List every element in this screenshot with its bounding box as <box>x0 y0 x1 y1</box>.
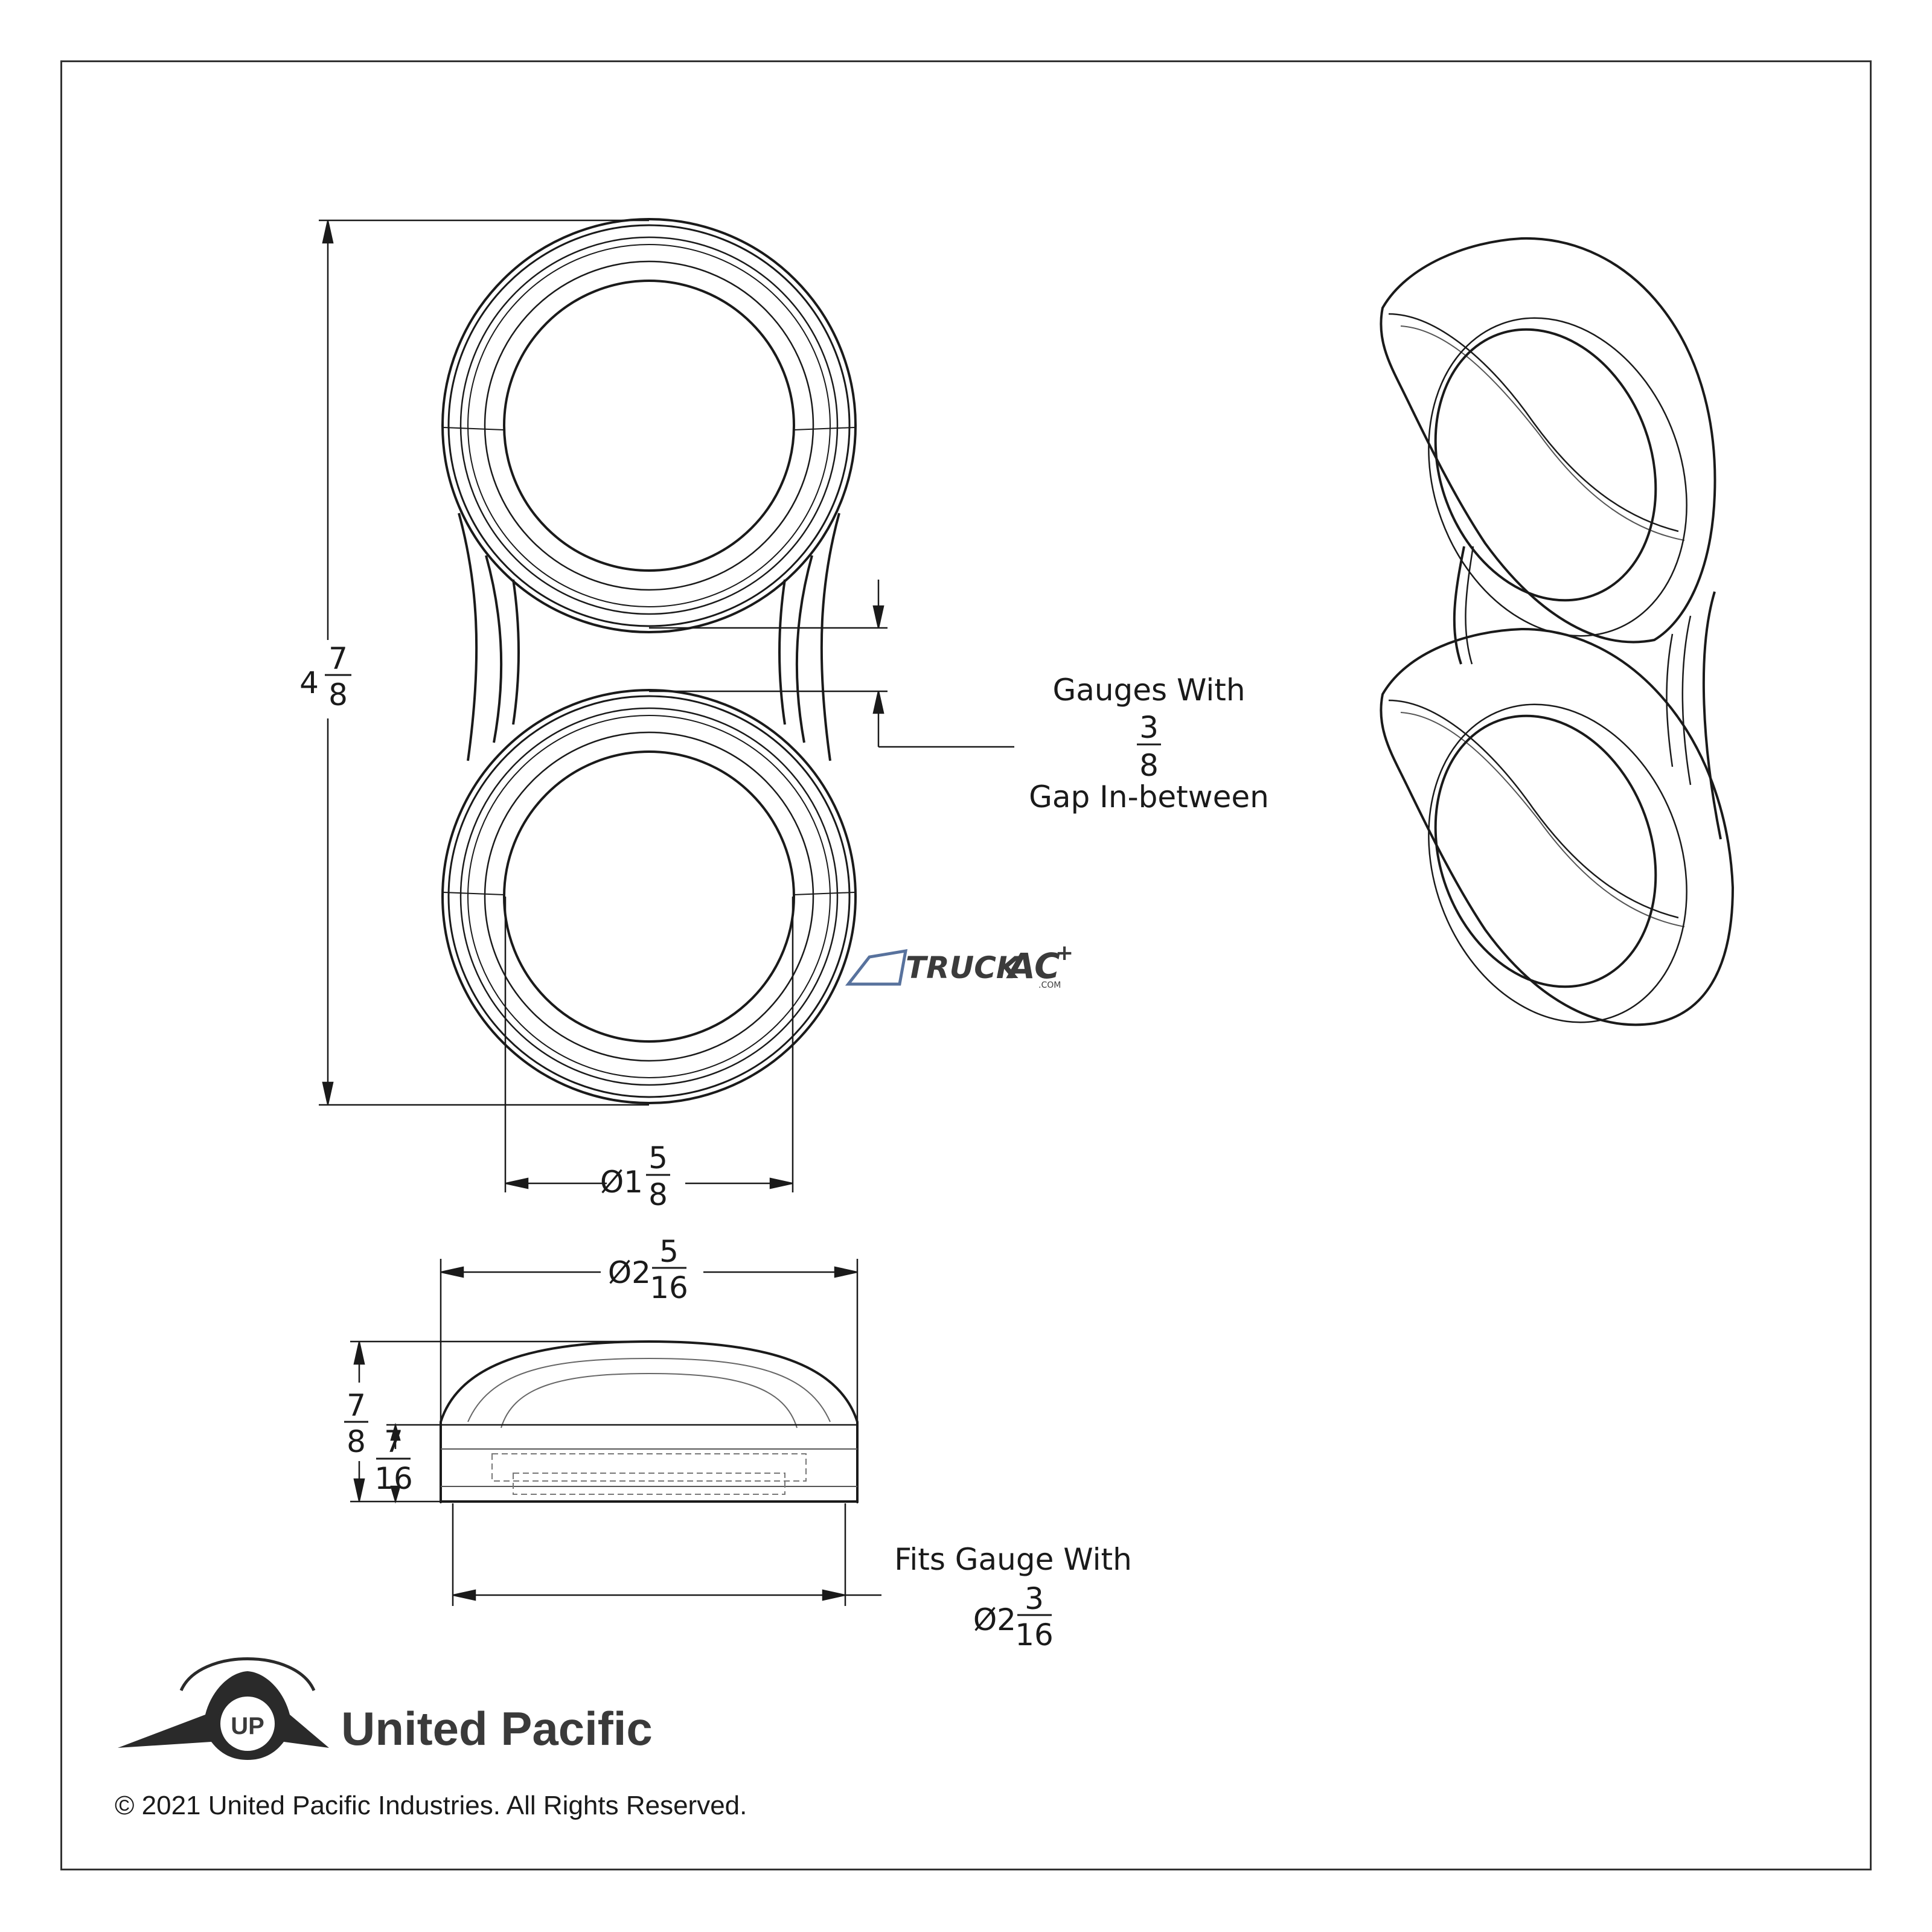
bottom-ring-mid2 <box>467 715 831 1078</box>
outer-diameter-prefix: Ø2 <box>608 1255 651 1290</box>
united-pacific-logo: UP United Pacific <box>118 1657 653 1760</box>
top-hood-outer <box>1380 237 1716 644</box>
waist-left-inner <box>485 555 503 743</box>
bottom-gauge-opening <box>503 750 795 1043</box>
waist-3d-left <box>1453 546 1465 665</box>
top-ring-outer2 <box>447 224 851 627</box>
watermark-word1: TRUCK <box>906 950 1022 985</box>
watermark-word2: AC <box>1006 945 1060 987</box>
top-hood-inner-edge <box>1388 313 1679 533</box>
waist-left <box>458 513 478 761</box>
fit-note-prefix: Ø2 <box>973 1602 1016 1637</box>
base-height-den: 16 <box>374 1461 413 1496</box>
profile-dome-inner <box>467 1357 831 1422</box>
top-gauge-opening <box>503 280 795 572</box>
bottom-hood-outer <box>1380 627 1735 1026</box>
bottom-gauge-opening-3d <box>1434 714 1657 988</box>
bottom-seam-right <box>793 892 855 895</box>
gap-note-num: 3 <box>1139 710 1159 745</box>
waist-3d-right-3 <box>1666 633 1674 767</box>
inner-diameter-den: 8 <box>648 1177 668 1212</box>
copyright-text: © 2021 United Pacific Industries. All Ri… <box>115 1791 747 1820</box>
truck-icon <box>845 948 908 986</box>
logo-emblem: UP <box>231 1713 264 1739</box>
front-view <box>441 218 857 1104</box>
top-gauge-ring-3d <box>1428 317 1687 637</box>
top-ring-outer <box>441 218 857 633</box>
watermark-suffix: .COM <box>1038 980 1061 990</box>
waist-3d-right <box>1702 591 1722 840</box>
drawing-border <box>60 60 1872 1870</box>
side-height-num: 7 <box>347 1388 366 1423</box>
outer-diameter-num: 5 <box>659 1234 679 1269</box>
logo-arch <box>179 1657 316 1692</box>
brand-name: United Pacific <box>341 1702 653 1755</box>
height-whole: 4 <box>299 665 319 700</box>
gap-note-line2: Gap In-between <box>1029 779 1269 814</box>
bottom-seam-left <box>443 892 505 895</box>
height-dimension <box>319 219 649 1106</box>
gap-note-line1: Gauges With <box>1052 673 1245 708</box>
fit-gauge-dimension <box>452 1503 881 1606</box>
side-height-den: 8 <box>347 1424 366 1459</box>
gap-note-den: 8 <box>1139 748 1159 783</box>
inner-diameter-prefix: Ø1 <box>600 1165 643 1200</box>
top-gauge-opening-3d <box>1434 328 1657 602</box>
fit-note-line1: Fits Gauge With <box>894 1542 1132 1577</box>
bottom-ring-outer2 <box>447 695 851 1098</box>
top-ring-mid <box>459 236 839 615</box>
waist-left-edge <box>512 579 520 725</box>
waist-right <box>820 513 840 761</box>
bottom-ring-outer <box>441 689 857 1104</box>
truckac-watermark: TRUCK AC + .COM <box>845 941 1073 990</box>
watermark-plus: + <box>1055 941 1073 965</box>
base-height-num: 7 <box>384 1424 403 1459</box>
outer-diameter-dimension <box>440 1259 859 1503</box>
top-ring-mid2 <box>467 244 831 607</box>
side-height-dimension <box>350 1340 649 1504</box>
waist-right-edge <box>778 579 786 725</box>
bottom-ring-inner-lip <box>484 731 814 1062</box>
top-ring-inner-lip <box>484 260 814 591</box>
perspective-view <box>1380 237 1735 1026</box>
bottom-hood-lip <box>1400 712 1685 927</box>
gap-dimension <box>649 580 1014 748</box>
outer-diameter-den: 16 <box>650 1270 688 1305</box>
fit-note-den: 16 <box>1015 1617 1054 1652</box>
top-hood-lip <box>1400 325 1685 541</box>
inner-diameter-dimension <box>504 897 794 1192</box>
fit-note-num: 3 <box>1025 1581 1044 1616</box>
profile-dome-inner2 <box>501 1372 798 1428</box>
top-seam-right <box>793 427 855 430</box>
waist-3d-left-2 <box>1465 546 1474 665</box>
waist-3d-right-2 <box>1681 615 1692 785</box>
bottom-ring-mid <box>459 707 839 1086</box>
height-den: 8 <box>328 677 348 712</box>
height-num: 7 <box>328 641 348 676</box>
side-view <box>440 1340 859 1503</box>
waist-right-inner <box>795 555 813 743</box>
bottom-gauge-ring-3d <box>1428 703 1687 1023</box>
profile-dome <box>440 1340 859 1503</box>
top-seam-left <box>443 427 505 430</box>
bottom-hood-inner-edge <box>1388 699 1679 919</box>
inner-diameter-num: 5 <box>648 1140 668 1176</box>
